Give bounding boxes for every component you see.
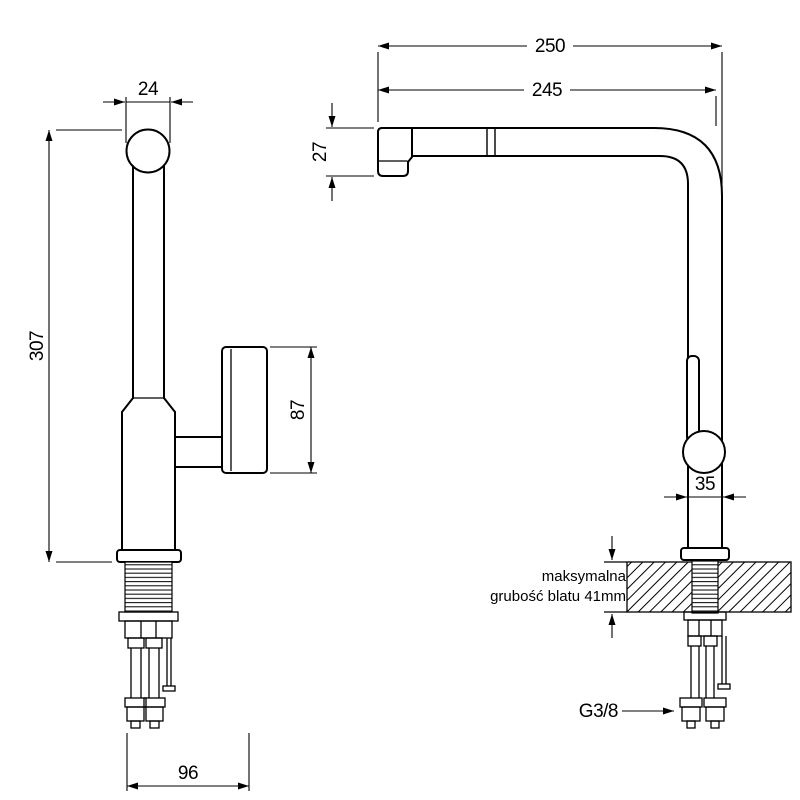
base-plate-side bbox=[116, 549, 182, 563]
dim-27-lines bbox=[326, 103, 374, 201]
dim-35-label: 35 bbox=[695, 474, 715, 495]
dim-24-label: 24 bbox=[138, 79, 159, 100]
handle-side-rect bbox=[221, 346, 268, 474]
dim-96-label: 96 bbox=[178, 763, 198, 784]
side-view-outline bbox=[116, 128, 268, 563]
side-view-thread bbox=[124, 561, 173, 613]
dim-87-lines bbox=[270, 346, 317, 474]
front-view-outline bbox=[377, 127, 730, 561]
dim-250-lines bbox=[377, 42, 723, 188]
pullout-spout-head bbox=[377, 127, 413, 177]
side-view-hardware bbox=[118, 349, 232, 729]
dim-307-lines bbox=[45, 129, 122, 563]
countertop bbox=[604, 560, 792, 614]
dim-24-lines bbox=[103, 97, 193, 143]
dim-245-label: 245 bbox=[532, 80, 562, 101]
dim-245-lines bbox=[378, 86, 717, 126]
dim-27-label: 27 bbox=[310, 142, 331, 162]
dim-307-label: 307 bbox=[27, 331, 48, 361]
dim-87-label: 87 bbox=[288, 400, 309, 420]
dimension-labels: 24 307 87 96 250 245 27 35 G3/8 maksymal… bbox=[27, 36, 716, 784]
dimension-lines bbox=[45, 42, 746, 791]
front-view-hardware bbox=[679, 611, 731, 729]
arm-outer-edge bbox=[411, 127, 723, 549]
arm-inner-edge bbox=[411, 155, 689, 549]
side-view bbox=[116, 128, 268, 729]
dim-96-lines bbox=[126, 733, 250, 791]
base-plate-front bbox=[680, 547, 730, 561]
countertop-note-line2: grubość blatu 41mm bbox=[490, 588, 626, 605]
spout-head-circle bbox=[125, 128, 171, 174]
thread-stem-side bbox=[124, 561, 173, 613]
countertop-note-line1: maksymalna bbox=[542, 568, 627, 585]
front-view bbox=[377, 127, 792, 729]
dim-250-label: 250 bbox=[535, 36, 565, 57]
handle-lever bbox=[686, 355, 700, 443]
dim-g38-label: G3/8 bbox=[579, 701, 618, 722]
thread-stem-front bbox=[691, 560, 719, 614]
handle-joint-circle bbox=[682, 430, 726, 474]
